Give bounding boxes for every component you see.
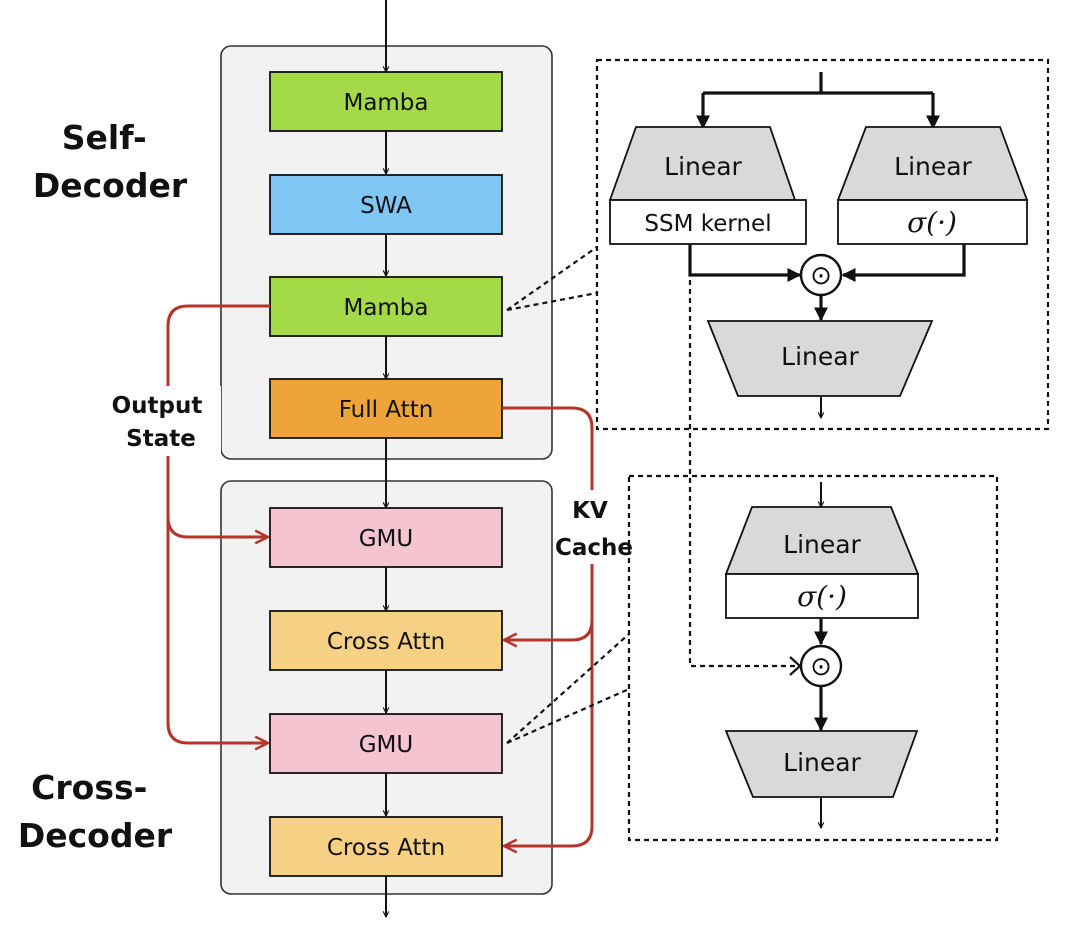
mamba-detail-linear-right-label: Linear xyxy=(894,152,972,181)
cross-attn-block-1-label: Cross Attn xyxy=(327,629,445,655)
mamba-detail-linear-left: Linear xyxy=(608,126,797,201)
gmu-detail-linear-top-label: Linear xyxy=(783,530,861,559)
gmu-detail-linear-out: Linear xyxy=(724,730,919,798)
output-state-label-bg xyxy=(103,386,221,456)
kv-cache-label-bg xyxy=(553,490,637,564)
block-swa: SWA xyxy=(269,174,503,235)
gmu-detail-sigma: σ(·) xyxy=(725,573,919,619)
swa-block-label: SWA xyxy=(360,193,412,219)
ssm-kernel-label: SSM kernel xyxy=(644,211,771,237)
mamba-block-1-label: Mamba xyxy=(343,90,428,116)
gmu-detail-linear-top: Linear xyxy=(724,506,920,575)
mamba-detail-panel xyxy=(595,58,1050,431)
block-gmu-1: GMU xyxy=(269,507,503,568)
mamba-detail-linear-right: Linear xyxy=(836,126,1029,201)
block-cross-attn-2: Cross Attn xyxy=(269,816,503,877)
block-gmu-2: GMU xyxy=(269,713,503,774)
gmu-block-1-label: GMU xyxy=(359,526,414,552)
gmu-detail-product-symbol: ⊙ xyxy=(810,652,832,682)
output-state-label: Output State xyxy=(112,393,211,452)
kv-cache-label: KV Cache xyxy=(555,498,633,561)
mamba-detail-linear-out: Linear xyxy=(706,320,934,397)
mamba-detail-product-symbol: ⊙ xyxy=(810,261,832,291)
block-cross-attn-1: Cross Attn xyxy=(269,610,503,671)
mamba-detail-input-split xyxy=(696,72,940,130)
gmu-block-1 xyxy=(269,507,503,568)
full-attn-block-label: Full Attn xyxy=(339,397,434,423)
mamba-block-2 xyxy=(269,276,503,337)
mamba-detail-sigma: σ(·) xyxy=(837,199,1028,245)
cross-attn-block-2-label: Cross Attn xyxy=(327,835,445,861)
block-mamba-1: Mamba xyxy=(269,71,503,132)
gmu-block-2 xyxy=(269,713,503,774)
mamba-detail-linear-out-label: Linear xyxy=(781,342,859,371)
gmu-detail-panel xyxy=(627,474,999,842)
mamba-detail-product-icon: ⊙ xyxy=(799,253,843,297)
block-mamba-2: Mamba xyxy=(269,276,503,337)
cross-attn-block-1 xyxy=(269,610,503,671)
zoom-connector-lines xyxy=(506,246,630,745)
cross-decoder-label: Cross- Decoder xyxy=(18,768,173,855)
mamba-block-2-label: Mamba xyxy=(343,295,428,321)
gmu-detail-sigma-label: σ(·) xyxy=(797,580,847,613)
gmu-detail-product-icon: ⊙ xyxy=(799,644,843,688)
mamba-block-1 xyxy=(269,71,503,132)
swa-block xyxy=(269,174,503,235)
self-decoder-label: Self- Decoder xyxy=(33,118,188,205)
mamba-detail-ssm-kernel: SSM kernel xyxy=(609,199,807,245)
mamba-detail-linear-left-label: Linear xyxy=(664,152,742,181)
gmu-detail-linear-out-label: Linear xyxy=(783,748,861,777)
gmu-block-2-label: GMU xyxy=(359,732,414,758)
mamba-detail-sigma-label: σ(·) xyxy=(907,206,957,239)
block-full-attn: Full Attn xyxy=(269,378,503,439)
full-attn-block xyxy=(269,378,503,439)
cross-attn-block-2 xyxy=(269,816,503,877)
